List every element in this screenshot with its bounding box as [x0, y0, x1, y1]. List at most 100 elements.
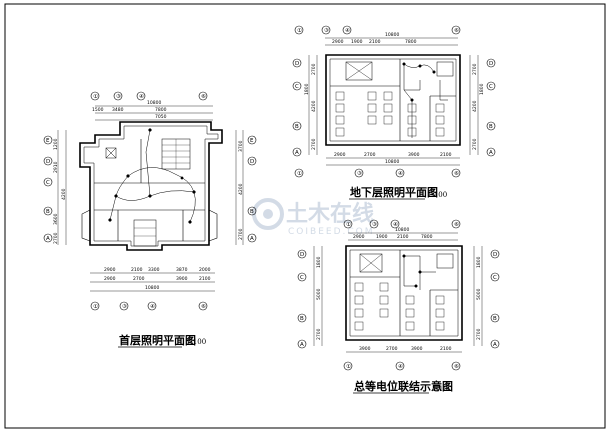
svg-text:1800: 1800	[476, 256, 482, 268]
svg-text:①: ①	[297, 171, 302, 177]
svg-text:①: ①	[297, 28, 302, 34]
watermark: 土木在线 COIBEED.COM	[252, 198, 375, 237]
svg-text:2700: 2700	[316, 328, 322, 340]
svg-text:2900: 2900	[332, 39, 344, 45]
svg-text:A: A	[300, 342, 304, 348]
svg-text:2700: 2700	[386, 346, 398, 352]
svg-text:3900: 3900	[411, 346, 423, 352]
watermark-logo-icon	[252, 198, 284, 230]
svg-text:1900: 1900	[376, 234, 388, 240]
svg-text:⑥: ⑥	[454, 222, 459, 228]
svg-text:2700: 2700	[133, 276, 145, 282]
svg-text:1800: 1800	[479, 83, 485, 95]
svg-text:E: E	[46, 138, 50, 144]
svg-text:D: D	[493, 252, 497, 258]
svg-text:③: ③	[357, 171, 362, 177]
svg-text:D: D	[46, 159, 50, 165]
svg-text:D: D	[250, 159, 254, 165]
svg-text:①: ①	[346, 222, 351, 228]
svg-text:2900: 2900	[353, 234, 365, 240]
svg-text:D: D	[295, 61, 299, 67]
svg-text:④: ④	[398, 171, 403, 177]
svg-text:A: A	[489, 150, 493, 156]
svg-text:2000: 2000	[199, 267, 211, 273]
ground-top-total: 10800	[147, 100, 161, 106]
equipotential-plan-title: 总等电位联结示意图	[354, 379, 453, 393]
svg-text:1900: 1900	[351, 39, 363, 45]
svg-text:④: ④	[398, 364, 403, 370]
equip-top-total: 10800	[395, 227, 409, 233]
svg-text:⑥: ⑥	[201, 94, 206, 100]
svg-text:③: ③	[324, 28, 329, 34]
svg-text:A: A	[493, 342, 497, 348]
svg-text:B: B	[46, 209, 50, 215]
svg-text:2100: 2100	[397, 234, 409, 240]
svg-text:4200: 4200	[311, 100, 317, 112]
svg-text:2700: 2700	[53, 232, 59, 244]
svg-text:④: ④	[150, 304, 155, 310]
svg-text:2100: 2100	[440, 152, 452, 158]
svg-text:2700: 2700	[238, 228, 244, 240]
svg-text:B: B	[295, 124, 299, 130]
basement-top-total: 10800	[385, 32, 399, 38]
svg-text:B: B	[489, 124, 493, 130]
svg-text:4200: 4200	[472, 100, 478, 112]
svg-text:7800: 7800	[405, 39, 417, 45]
basement-axes-left: D C B A	[292, 58, 302, 157]
ground-axes-bottom: ① ③ ④ ⑥	[90, 301, 208, 311]
svg-text:2100: 2100	[199, 276, 211, 282]
watermark-name: 土木在线	[286, 201, 374, 227]
svg-text:C: C	[489, 84, 493, 90]
svg-text:2700: 2700	[472, 138, 478, 150]
svg-text:1800: 1800	[316, 256, 322, 268]
svg-text:2100: 2100	[440, 346, 452, 352]
svg-text:③: ③	[122, 304, 127, 310]
svg-text:①: ①	[346, 364, 351, 370]
svg-text:1800: 1800	[304, 83, 310, 95]
basement-lighting-wiring	[402, 62, 448, 138]
svg-text:C: C	[493, 275, 497, 281]
svg-text:2910: 2910	[53, 161, 59, 173]
svg-text:A: A	[46, 236, 50, 242]
svg-text:3600: 3600	[53, 213, 59, 225]
ground-axes-right: E D B A	[247, 135, 257, 243]
svg-text:2900: 2900	[334, 152, 346, 158]
svg-text:1500: 1500	[92, 107, 104, 113]
svg-text:B: B	[300, 316, 304, 322]
equip-axes-top: ① ③ ④ ⑥	[343, 219, 461, 229]
svg-text:①: ①	[93, 304, 98, 310]
svg-text:⑥: ⑥	[454, 364, 459, 370]
basement-axes-bottom: ① ③ ④ ⑥	[294, 168, 461, 178]
svg-text:3900: 3900	[176, 276, 188, 282]
ground-plan-title: 首层照明平面图	[119, 333, 196, 347]
svg-text:2700: 2700	[311, 63, 317, 75]
svg-text:C: C	[295, 84, 299, 90]
svg-text:A: A	[250, 236, 254, 242]
svg-text:7800: 7800	[421, 234, 433, 240]
ground-bottom-total: 10800	[145, 285, 159, 291]
svg-text:3900: 3900	[408, 152, 420, 158]
svg-text:5000: 5000	[476, 288, 482, 300]
svg-text:⑥: ⑥	[201, 304, 206, 310]
ground-axes-left: E D C B A	[43, 135, 53, 243]
svg-text:2100: 2100	[369, 39, 381, 45]
svg-text:5000: 5000	[316, 288, 322, 300]
svg-text:3480: 3480	[112, 107, 124, 113]
svg-text:A: A	[295, 150, 299, 156]
basement-plan: ① ③ ④ ⑥ 10800 2900 1900 2100 7800 D C B …	[292, 25, 496, 200]
svg-text:1200: 1200	[53, 138, 59, 150]
svg-text:③: ③	[116, 94, 121, 100]
equip-bonding-wiring	[402, 254, 436, 290]
svg-text:4200: 4200	[61, 188, 67, 200]
ground-lighting-wiring	[108, 128, 196, 224]
equip-axes-right: D C B A	[490, 249, 500, 349]
watermark-site: COIBEED.COM	[288, 227, 375, 237]
svg-text:7050: 7050	[155, 114, 167, 120]
sheet-border	[4, 3, 606, 429]
svg-text:①: ①	[93, 94, 98, 100]
svg-text:C: C	[46, 180, 50, 186]
svg-text:③: ③	[372, 222, 377, 228]
svg-text:2700: 2700	[472, 63, 478, 75]
svg-text:C: C	[300, 275, 304, 281]
svg-text:④: ④	[393, 222, 398, 228]
